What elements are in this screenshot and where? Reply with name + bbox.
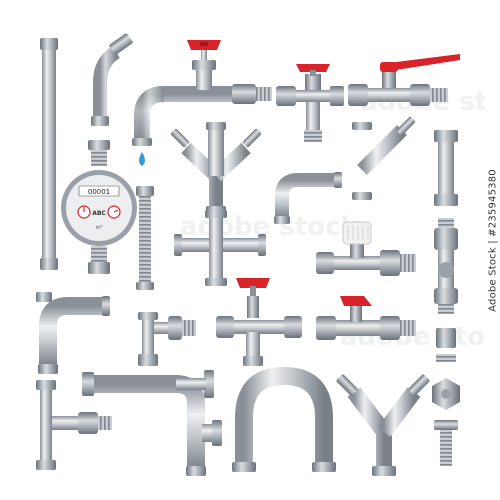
bolt-icon <box>432 378 460 466</box>
u-bend-icon <box>232 366 336 472</box>
straight-pipe-icon <box>434 130 458 206</box>
straight-pipe-icon <box>434 218 458 314</box>
water-meter-icon: 00001 ABC m³ <box>61 140 137 274</box>
hex-nut-icon <box>436 328 456 362</box>
angled-pipe-icon <box>91 33 133 126</box>
elbow-icon <box>274 172 342 224</box>
meter-unit: m³ <box>96 225 103 231</box>
wye-fitting-icon <box>352 116 416 200</box>
elbow-icon <box>36 292 110 374</box>
meter-brand: ABC <box>92 210 106 217</box>
stock-id: Adobe Stock | #235945380 <box>487 169 499 312</box>
ball-valve-icon <box>348 54 460 106</box>
faucet-pipe-icon <box>132 40 272 146</box>
ball-valve-icon <box>316 296 416 340</box>
cross-fitting-icon <box>174 210 266 286</box>
straight-pipe-icon <box>40 38 58 270</box>
valve-tee-icon <box>276 64 344 142</box>
thermostat-valve-icon <box>316 221 416 276</box>
valve-tee-icon <box>36 380 112 470</box>
wye-fitting-icon <box>170 122 262 214</box>
tee-valve-icon <box>216 278 302 366</box>
flexible-hose-icon <box>136 186 154 290</box>
stock-strip: Adobe Stock | #235945380 <box>485 0 500 500</box>
elbow-icon <box>82 370 222 476</box>
meter-digits: 00001 <box>88 188 110 196</box>
valve-tee-icon <box>138 312 196 366</box>
water-drop-icon <box>139 152 145 166</box>
wye-fitting-icon <box>336 374 430 476</box>
